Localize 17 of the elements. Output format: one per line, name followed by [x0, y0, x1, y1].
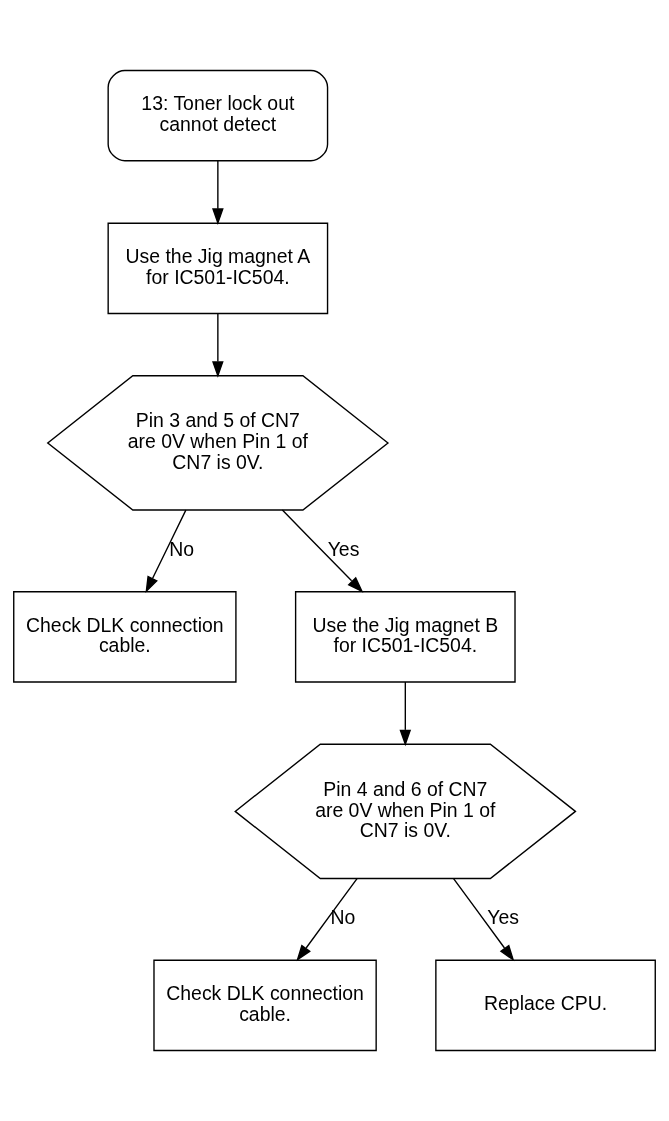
node-box: Use the Jig magnet B for IC501-IC504.: [294, 591, 516, 683]
node-box: Check DLK connection cable.: [153, 959, 377, 1052]
arrow: [452, 877, 515, 962]
node-box: Use the Jig magnet A for IC501-IC504.: [107, 222, 329, 315]
arrow: [212, 160, 224, 226]
arrow: [281, 509, 364, 593]
edge-label: No: [330, 906, 356, 929]
edge-label: Yes: [327, 537, 360, 560]
node-box: Check DLK connection cable.: [13, 591, 237, 683]
edge-label: No: [169, 537, 195, 560]
node-box: Replace CPU.: [435, 959, 656, 1052]
arrow: [399, 681, 412, 747]
arrow: [145, 509, 187, 594]
arrow: [212, 312, 224, 378]
arrow: [296, 877, 358, 962]
edge-label: Yes: [487, 906, 520, 929]
node-box: 13: Toner lock out cannot detect: [107, 69, 329, 162]
